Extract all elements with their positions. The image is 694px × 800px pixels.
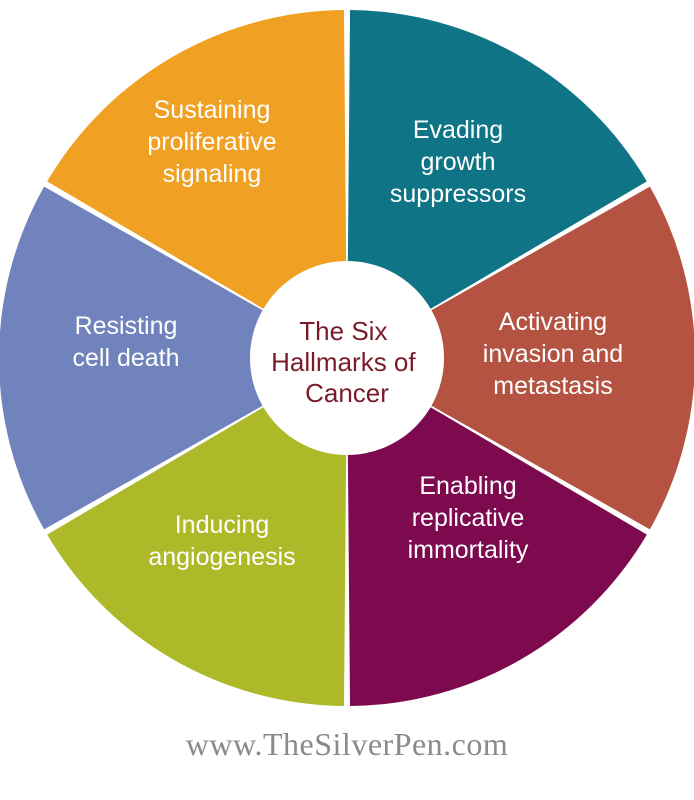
center-title-line-1: The Six [299,316,387,346]
segment-label-proliferative: Sustaining proliferative signaling [147,96,276,188]
segment-cell-death [0,186,347,530]
center-circle [250,261,444,455]
segment-invasion [347,186,694,530]
segment-immortality [347,358,647,706]
website-url: www.TheSilverPen.com [185,726,509,762]
segment-proliferative [47,10,348,358]
segment-angiogenesis [47,358,348,706]
segment-label-line: Sustaining [154,96,271,124]
segment-label-line: invasion and [483,340,623,368]
center-title-line-2: Hallmarks of [271,347,416,377]
segment-label-line: Inducing [175,511,270,539]
segment-label-immortality: Enabling replicative immortality [408,472,529,564]
segment-label-line: Enabling [419,472,516,500]
center-title: The Six Hallmarks of Cancer [271,316,423,408]
segment-label-line: metastasis [493,372,612,400]
segment-label-line: replicative [412,504,525,532]
segment-label-line: suppressors [390,180,526,208]
segment-label-line: immortality [408,536,529,564]
segment-label-line: proliferative [147,128,276,156]
hallmarks-wheel-diagram: Sustaining proliferative signaling Evading g… [0,10,694,706]
segment-label-line: Activating [499,308,607,336]
segment-label-line: signaling [163,160,262,188]
segment-label-line: Resisting [75,312,178,340]
segment-label-cell-death: Resisting cell death [72,312,179,372]
segment-label-angiogenesis: Inducing angiogenesis [148,511,295,571]
segment-label-line: Evading [413,116,503,144]
segment-label-invasion: Activating invasion and metastasis [483,308,623,400]
segment-growth-suppressors [347,10,647,358]
segment-label-line: cell death [72,344,179,372]
center-title-line-3: Cancer [305,378,389,408]
segment-label-line: growth [420,148,495,176]
segment-label-growth-suppressors: Evading growth suppressors [390,116,526,208]
segment-label-line: angiogenesis [148,543,295,571]
